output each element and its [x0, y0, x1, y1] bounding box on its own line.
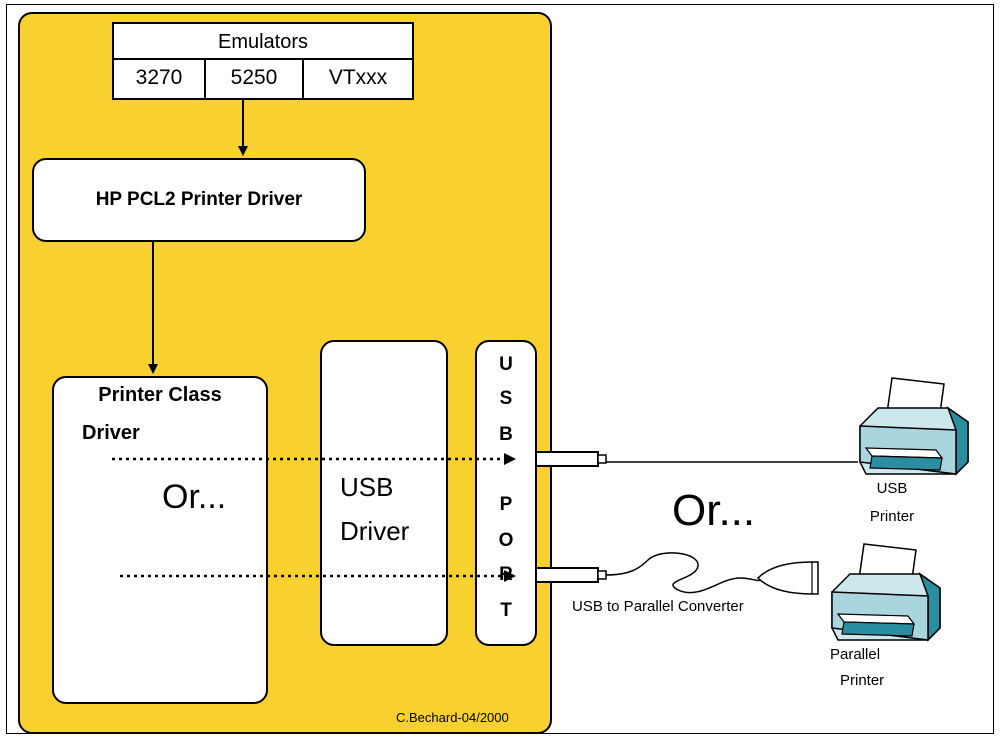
author-credit: C.Bechard-04/2000 — [396, 710, 509, 725]
converter-caption: USB to Parallel Converter — [572, 598, 744, 615]
parallel-printer-caption-line2: Printer — [840, 672, 884, 689]
usb-printer-icon — [860, 378, 968, 474]
dotted-path-parallel-arrowhead — [504, 570, 516, 582]
usb-plug-icon — [536, 568, 606, 582]
alternative-or-label: Or... — [672, 486, 755, 536]
usb-printer-caption-line1: USB — [862, 480, 922, 497]
parallel-printer-caption-line1: Parallel — [830, 646, 880, 663]
dotted-path-usb-arrowhead — [504, 453, 516, 465]
converter-cable — [606, 553, 760, 593]
parallel-connector-icon — [758, 562, 818, 594]
usb-printer-caption-line2: Printer — [862, 508, 922, 525]
usb-plug-icon — [536, 452, 606, 466]
parallel-printer-icon — [832, 544, 940, 640]
